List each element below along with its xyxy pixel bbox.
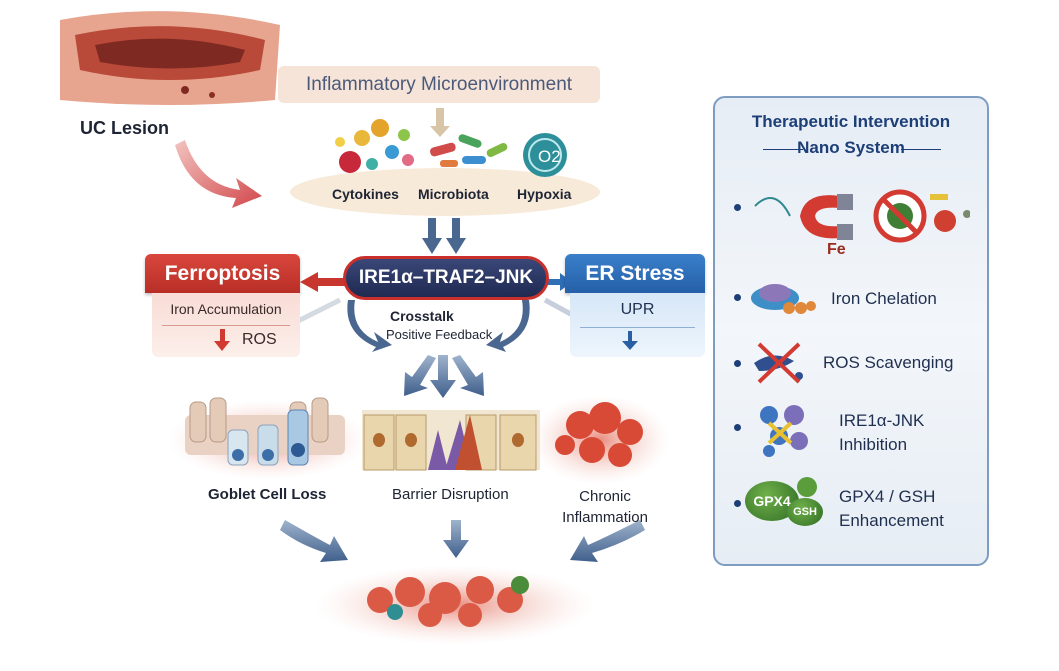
outcome-barrier-disruption: Barrier Disruption: [392, 486, 509, 503]
bullet: [734, 500, 741, 507]
uc-lesion-illustration: [60, 11, 280, 105]
cytokines-icon: [335, 119, 414, 173]
ferroptosis-body: Iron Accumulation ROS: [152, 293, 300, 357]
goblet-cell-illustration: [168, 397, 368, 480]
ros-scavenging-icon: [754, 342, 803, 384]
positive-feedback-label: Positive Feedback: [386, 327, 493, 342]
outcome-chronic-inflammation: Chronic Inflammation: [562, 488, 648, 526]
hypoxia-o2-text: O2: [538, 147, 561, 166]
outcome-goblet-cell-loss: Goblet Cell Loss: [208, 486, 327, 503]
therapy-subtitle: Nano System: [797, 138, 905, 157]
uc-lesion-label: UC Lesion: [80, 118, 170, 138]
converging-arrows: [280, 520, 645, 562]
fe-label: Fe: [827, 241, 846, 256]
subtitle-rule-left: [763, 149, 803, 150]
er-stress-header: ER Stress: [565, 254, 705, 293]
hypoxia-icon: O2: [523, 133, 567, 177]
ferroptosis-divider: [162, 325, 290, 326]
barrier-disruption-illustration: [362, 410, 540, 471]
inflamed-tissue-cluster: [315, 565, 595, 645]
ferroptosis-header: Ferroptosis: [145, 254, 300, 293]
ire1a-jnk-inhibition-icon: [760, 405, 808, 457]
micro-arrow: [430, 108, 450, 137]
chronic-inflammation-illustration: [530, 395, 670, 485]
gpx4-badge-text: GPX4: [753, 493, 791, 509]
er-stress-title: ER Stress: [585, 261, 685, 285]
bullet: [734, 204, 741, 211]
arrow-to-ferroptosis: [300, 272, 345, 292]
factor-cytokines: Cytokines: [332, 186, 399, 202]
inhibition-label: Inhibition: [839, 435, 908, 454]
bullet: [734, 360, 741, 367]
iron-chelation-icon: [751, 284, 816, 314]
upr-text: UPR: [620, 301, 655, 318]
crosstalk-label: Crosstalk: [390, 308, 454, 324]
down-arrows-to-pathway: [422, 218, 466, 254]
factor-microbiota: Microbiota: [418, 186, 489, 202]
arrow-to-er-stress: [543, 273, 572, 291]
crosstalk-arrow-left: [347, 300, 392, 352]
enhancement-label: Enhancement: [839, 511, 944, 530]
therapeutic-panel: Therapeutic Intervention Nano System Fe …: [713, 96, 989, 566]
pathway-center-label: IRE1α–TRAF2–JNK: [358, 267, 534, 288]
microbiota-icon: [430, 134, 508, 167]
therapy-title: Therapeutic Intervention: [751, 112, 951, 131]
gsh-badge-text: GSH: [793, 506, 817, 518]
lesion-arrow: [175, 140, 262, 208]
green-bead-icon: [797, 477, 817, 497]
ros-scavenging-label: ROS Scavenging: [823, 353, 954, 372]
er-divider: [580, 327, 695, 328]
factor-hypoxia: Hypoxia: [517, 186, 572, 202]
gsh-badge-icon: GSH: [787, 498, 823, 526]
ferroptosis-title: Ferroptosis: [164, 261, 281, 285]
down-arrows-to-outcomes: [404, 355, 484, 398]
crosstalk-arrow-right: [486, 300, 530, 352]
ros-text: ROS: [242, 331, 277, 348]
factor-backdrop: [290, 168, 600, 216]
iron-chelation-label: Iron Chelation: [831, 289, 937, 308]
bullet: [734, 424, 741, 431]
bullet: [734, 294, 741, 301]
microenvironment-title: Inflammatory Microenvironment: [305, 73, 573, 95]
er-stress-body: UPR: [570, 293, 705, 357]
ire1a-jnk-label: IRE1α-JNK: [839, 411, 925, 430]
nanoparticle-illustration: Fe: [754, 189, 970, 256]
ire1a-traf2-jnk-node: IRE1α–TRAF2–JNK: [343, 256, 549, 300]
microenvironment-box: Inflammatory Microenvironment: [278, 66, 600, 103]
iron-accumulation-text: Iron Accumulation: [170, 301, 282, 317]
subtitle-rule-right: [901, 149, 941, 150]
gpx4-gsh-label: GPX4 / GSH: [839, 487, 936, 506]
